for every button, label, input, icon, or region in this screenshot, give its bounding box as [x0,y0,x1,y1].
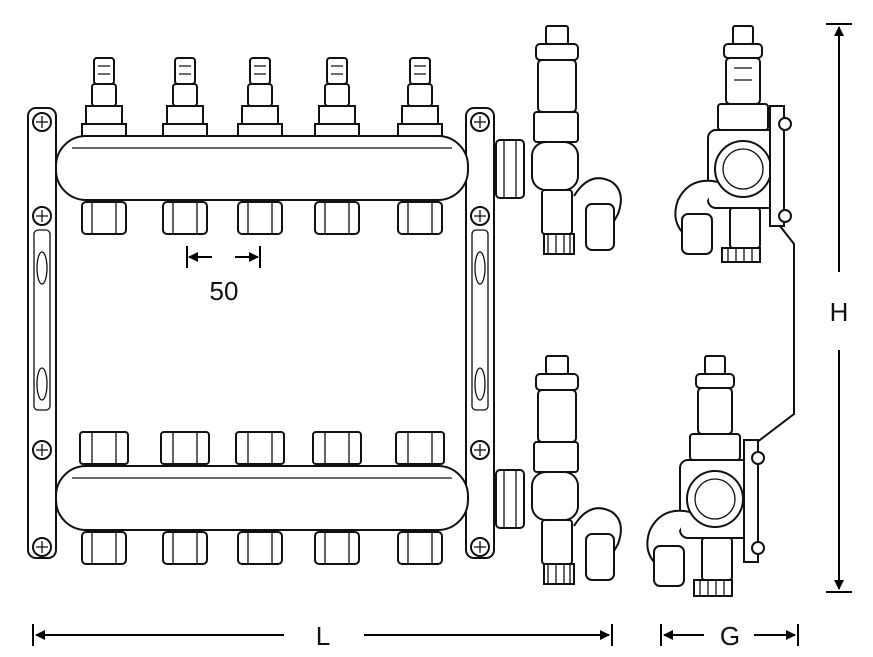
right-bracket [465,107,495,559]
return-manifold-bar [55,465,469,531]
spacing-dimension [186,246,261,268]
length-dimension [32,624,613,646]
depth-dimension [660,624,799,646]
return-valves [79,431,445,565]
supply-flow-meters [81,57,443,235]
supply-end-fitting [495,25,622,255]
left-bracket [27,107,57,559]
side-supply-assembly [674,25,792,263]
side-return-assembly [646,355,765,597]
return-end-fitting [495,355,622,585]
side-mount-rod [751,225,795,447]
height-dimension [826,23,852,593]
height-label: H [830,297,849,327]
spacing-label: 50 [210,276,239,306]
length-label: L [316,621,330,651]
front-view [27,25,622,585]
supply-manifold-bar [55,135,469,201]
side-view [646,25,795,597]
depth-label: G [720,621,740,651]
